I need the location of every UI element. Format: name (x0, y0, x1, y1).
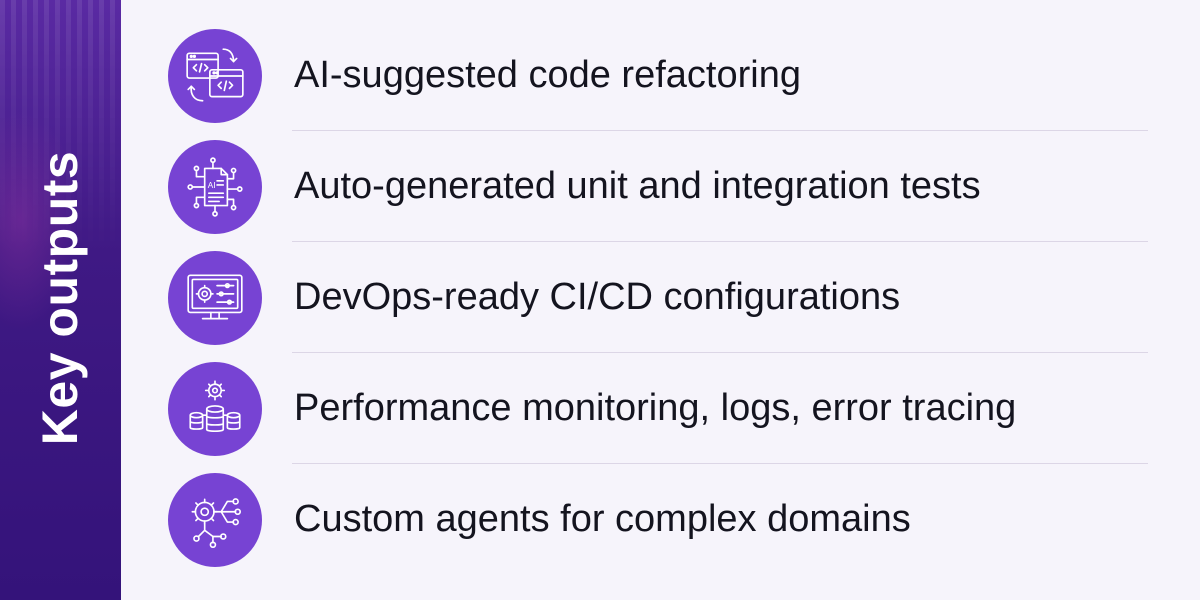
sidebar-glow (0, 110, 80, 330)
list-item: Performance monitoring, logs, error trac… (168, 353, 1148, 464)
divider (292, 352, 1148, 353)
divider (292, 463, 1148, 464)
icon-badge (168, 472, 262, 567)
divider (292, 130, 1148, 131)
svg-text:AI: AI (208, 181, 216, 190)
database-gear-icon (189, 379, 241, 432)
ai-document-circuit-icon: AI (187, 156, 243, 217)
sidebar-stripes (0, 0, 121, 260)
item-label: Performance monitoring, logs, error trac… (294, 387, 1017, 429)
item-label: Auto-generated unit and integration test… (294, 165, 981, 207)
item-label: AI-suggested code refactoring (294, 54, 801, 96)
list-item: AI (168, 131, 1148, 242)
icon-badge (168, 250, 262, 345)
list-item: AI-suggested code refactoring (168, 20, 1148, 131)
icon-badge (168, 28, 262, 123)
list-item: Custom agents for complex domains (168, 464, 1148, 575)
item-label: Custom agents for complex domains (294, 498, 911, 540)
sidebar: Key outputs (0, 0, 121, 600)
sidebar-title: Key outputs (32, 150, 88, 446)
divider (292, 241, 1148, 242)
list-item: DevOps-ready CI/CD configurations (168, 242, 1148, 353)
monitor-settings-icon (187, 273, 243, 319)
gear-network-icon (191, 497, 241, 548)
icon-badge (168, 361, 262, 456)
outputs-list: AI-suggested code refactoring AI (168, 20, 1148, 575)
icon-badge: AI (168, 139, 262, 234)
item-label: DevOps-ready CI/CD configurations (294, 276, 901, 318)
code-windows-icon (186, 47, 244, 102)
